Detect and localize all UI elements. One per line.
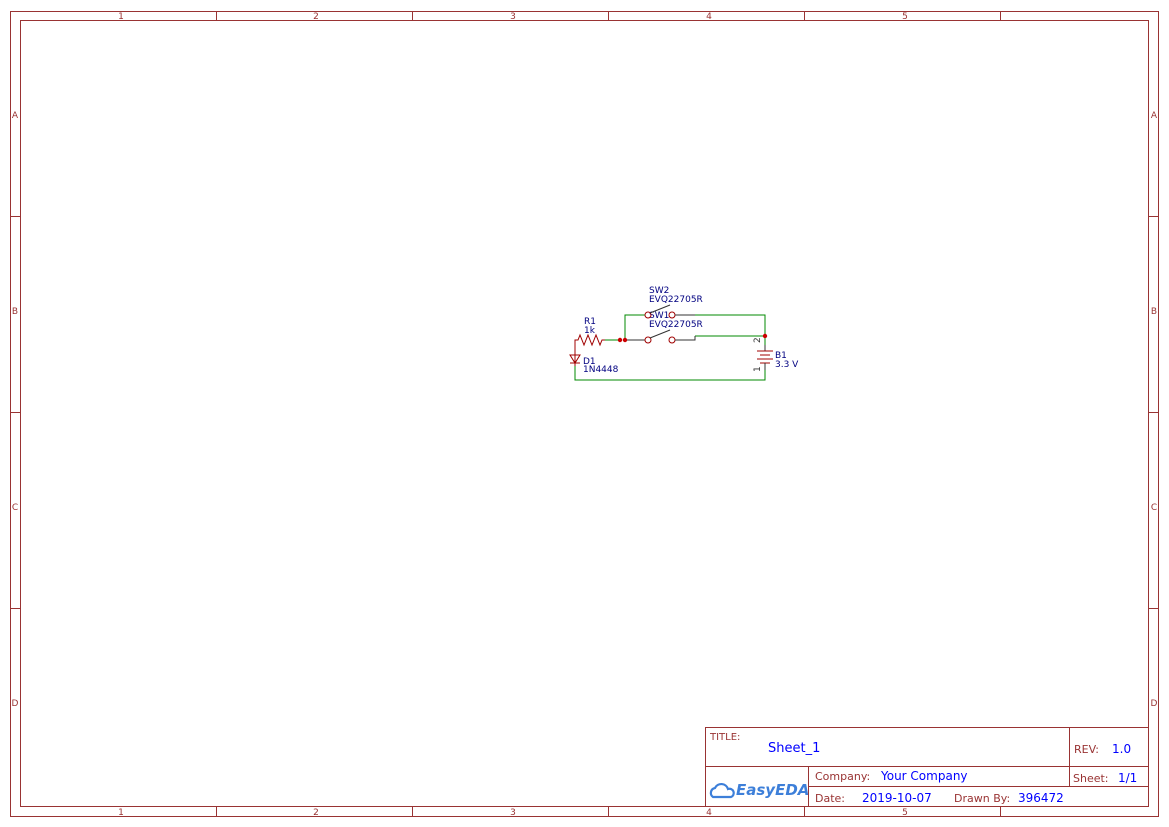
row-label: B — [1151, 307, 1157, 317]
column-label: 3 — [510, 808, 516, 818]
circuit: R1 1k D1 1N4448 SW1 EVQ22705R SW2 — [569, 286, 799, 381]
d1-ref: D1 — [583, 357, 596, 367]
sw2-value: EVQ22705R — [649, 295, 703, 305]
row-label: C — [1151, 503, 1157, 513]
sheet-frame: 1 2 3 4 5 1 2 3 4 5 A B C D A B C D — [10, 11, 1159, 818]
title-block: TITLE: Sheet_1 REV: 1.0 Company: Your Co… — [705, 727, 1149, 807]
drawn-by-value: 396472 — [1018, 791, 1064, 805]
resistor-r1[interactable]: R1 1k — [574, 317, 605, 347]
row-label: D — [1151, 699, 1158, 709]
row-label: D — [12, 699, 19, 709]
row-label: B — [12, 307, 18, 317]
rev-value: 1.0 — [1112, 742, 1131, 756]
column-label: 1 — [118, 12, 124, 22]
column-label: 5 — [902, 808, 908, 818]
sw1-ref: SW1 — [649, 311, 669, 321]
drawn-by-label: Drawn By: — [954, 792, 1010, 805]
sheet-title: Sheet_1 — [768, 741, 820, 756]
easyeda-logo: EasyEDA — [709, 781, 809, 799]
junction-dots — [617, 333, 768, 343]
sw2-ref: SW2 — [649, 286, 669, 296]
column-label: 2 — [313, 808, 319, 818]
date-value: 2019-10-07 — [862, 791, 932, 805]
sheet-label: Sheet: — [1073, 772, 1109, 785]
d1-value: 1N4448 — [583, 365, 619, 375]
battery-b1[interactable]: 2 1 B1 3.3 V — [753, 337, 799, 372]
b1-value: 3.3 V — [775, 360, 799, 370]
column-label: 2 — [313, 12, 319, 22]
logo-text: EasyEDA — [736, 781, 809, 799]
rev-label: REV: — [1074, 743, 1099, 756]
column-label: 1 — [118, 808, 124, 818]
company-value: Your Company — [880, 769, 968, 783]
row-label: A — [12, 111, 19, 121]
sw1-value: EVQ22705R — [649, 320, 703, 330]
r1-ref: R1 — [584, 317, 596, 327]
company-label: Company: — [815, 770, 870, 783]
column-label: 4 — [706, 12, 712, 22]
title-label: TITLE: — [709, 732, 740, 743]
date-label: Date: — [815, 792, 845, 805]
b1-pin2: 2 — [753, 337, 763, 343]
sheet-value: 1/1 — [1118, 771, 1137, 785]
diode-d1[interactable]: D1 1N4448 — [569, 347, 619, 375]
switch-sw1[interactable]: SW1 EVQ22705R — [625, 311, 703, 344]
row-label: A — [1151, 111, 1158, 121]
column-label: 5 — [902, 12, 908, 22]
column-label: 3 — [510, 12, 516, 22]
cloud-icon — [709, 782, 735, 799]
switch-sw2[interactable]: SW2 EVQ22705R — [644, 286, 703, 319]
b1-pin1: 1 — [753, 366, 763, 372]
row-label: C — [12, 503, 18, 513]
r1-value: 1k — [584, 326, 596, 336]
column-label: 4 — [706, 808, 712, 818]
b1-ref: B1 — [775, 351, 787, 361]
